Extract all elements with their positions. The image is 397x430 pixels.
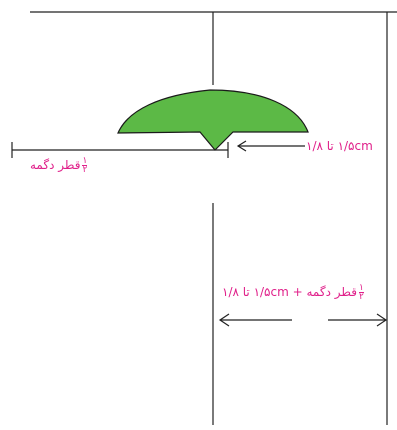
offset-arrow-head [236, 140, 247, 152]
top-dimension-label: ۱/۵cm تا ۱/۸ [306, 139, 373, 153]
button-shape [117, 89, 309, 151]
half-diameter-text: قطر دگمه [30, 158, 81, 172]
bottom-arrow-right-head [376, 313, 388, 327]
half-fraction: ۱ ۲ [82, 156, 88, 175]
bottom-arrow-left-head [218, 313, 230, 327]
bottom-dimension-label: ۱ ۲ قطر دگمه + ۱/۵cm تا ۱/۸ [222, 283, 366, 302]
bottom-half-fraction: ۱ ۲ [358, 283, 364, 302]
bottom-dimension-text: قطر دگمه + ۱/۵cm تا ۱/۸ [222, 285, 357, 299]
half-diameter-label: ۱ ۲ قطر دگمه [30, 156, 89, 175]
